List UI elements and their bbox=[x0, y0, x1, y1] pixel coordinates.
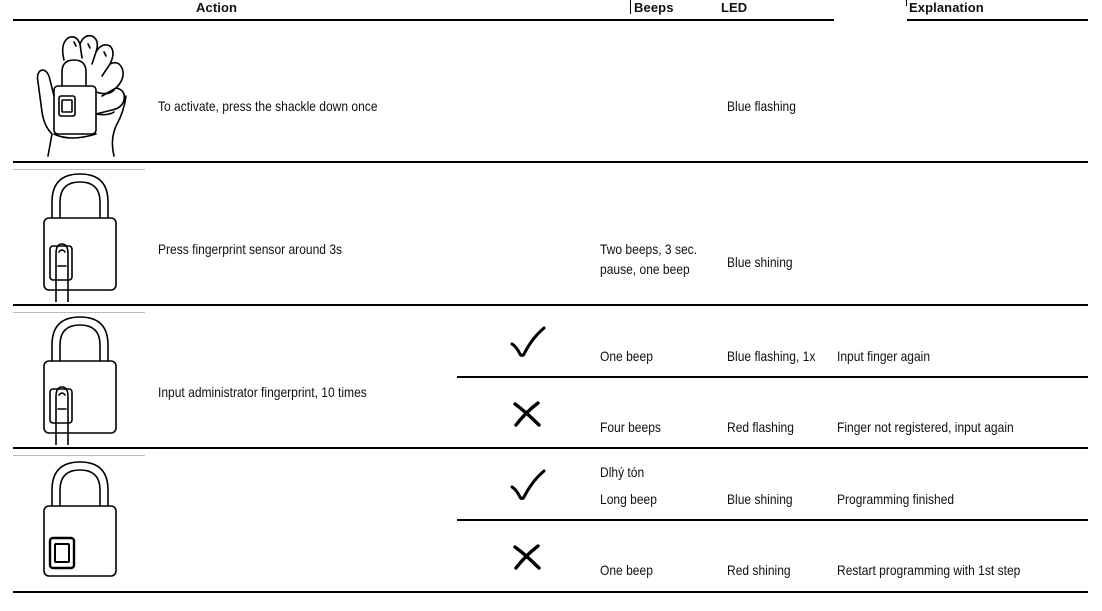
row3-action: Input administrator fingerprint, 10 time… bbox=[158, 384, 367, 400]
illustration-frame-line bbox=[13, 455, 145, 456]
row4-ok-beeps-line2: Long beep bbox=[600, 491, 657, 507]
row3-fail-beeps: Four beeps bbox=[600, 419, 661, 435]
padlock-fingerprint-illustration bbox=[43, 173, 117, 302]
row-separator bbox=[13, 447, 1088, 449]
row2-action: Press fingerprint sensor around 3s bbox=[158, 241, 343, 257]
row4-fail-beeps: One beep bbox=[600, 562, 653, 578]
padlock-fingerprint-illustration bbox=[43, 316, 117, 445]
outcome-separator bbox=[457, 519, 1088, 521]
header-explanation: Explanation bbox=[909, 0, 984, 15]
row1-action: To activate, press the shackle down once bbox=[158, 98, 378, 114]
row2-beeps-line2: pause, one beep bbox=[600, 261, 690, 277]
header-beeps: Beeps bbox=[634, 0, 674, 15]
row3-ok-led: Blue flashing, 1x bbox=[727, 348, 816, 364]
row3-fail-led: Red flashing bbox=[727, 419, 794, 435]
header-divider bbox=[630, 0, 631, 14]
header-rule-left bbox=[13, 19, 834, 21]
hand-pressing-padlock-illustration bbox=[36, 34, 127, 157]
header-divider bbox=[906, 0, 907, 6]
table-bottom-rule bbox=[13, 591, 1088, 593]
illustration-frame-line bbox=[13, 312, 145, 313]
check-icon bbox=[510, 469, 546, 500]
header-led: LED bbox=[721, 0, 748, 15]
cross-icon bbox=[513, 544, 541, 570]
cross-icon bbox=[513, 401, 541, 427]
check-icon bbox=[510, 326, 546, 357]
row4-ok-led: Blue shining bbox=[727, 491, 793, 507]
row3-ok-beeps: One beep bbox=[600, 348, 653, 364]
row1-led: Blue flashing bbox=[727, 98, 796, 114]
row3-fail-explanation: Finger not registered, input again bbox=[837, 419, 1014, 435]
padlock-sensor-illustration bbox=[43, 461, 117, 577]
row4-fail-led: Red shining bbox=[727, 562, 791, 578]
row-separator bbox=[13, 161, 1088, 163]
outcome-separator bbox=[457, 376, 1088, 378]
row4-ok-explanation: Programming finished bbox=[837, 491, 955, 507]
row-separator bbox=[13, 304, 1088, 306]
row3-ok-explanation: Input finger again bbox=[837, 348, 931, 364]
row2-beeps-line1: Two beeps, 3 sec. bbox=[600, 241, 698, 257]
row4-ok-beeps-line1: Dlhý tón bbox=[600, 464, 645, 480]
row2-led: Blue shining bbox=[727, 254, 793, 270]
illustration-frame-line bbox=[13, 169, 145, 170]
header-action: Action bbox=[196, 0, 238, 15]
header-rule-right bbox=[907, 19, 1088, 21]
row4-fail-explanation: Restart programming with 1st step bbox=[837, 562, 1021, 578]
